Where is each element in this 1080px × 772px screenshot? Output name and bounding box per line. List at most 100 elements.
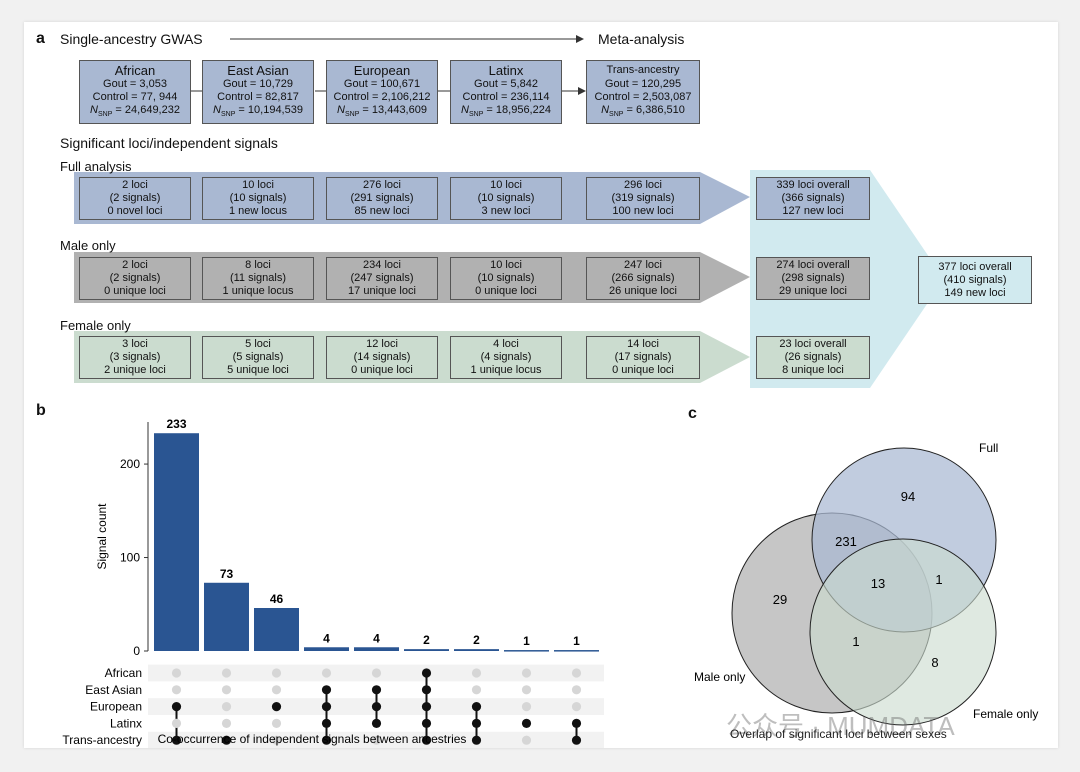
overall-cell-line: 8 unique loci: [782, 364, 844, 376]
overall-cell-line: (366 signals): [781, 192, 845, 204]
matrix-dot-filled: [571, 735, 582, 745]
gwas-name: East Asian: [227, 62, 289, 78]
count-all-three: 13: [871, 576, 885, 591]
row-label-0: Full analysis: [60, 159, 132, 174]
nsnp-symbol: N: [461, 103, 469, 116]
loci-cell-line: 1 new locus: [228, 205, 288, 217]
y-tick-label: 200: [120, 457, 140, 471]
matrix-dot-filled: [421, 668, 432, 678]
matrix-dot-empty: [371, 668, 382, 678]
loci-cell-line: 276 loci: [363, 179, 401, 191]
venn-caption: Overlap of significant loci between sexe…: [730, 727, 947, 741]
set-label: African: [105, 666, 142, 680]
loci-cell-line: 4 loci: [493, 338, 519, 350]
loci-cell-line: (319 signals): [611, 192, 675, 204]
matrix-dot-empty: [271, 685, 282, 695]
bar: [454, 649, 499, 651]
nsnp-value: = 13,443,609: [359, 103, 427, 116]
overall-cell-1: 274 loci overall(298 signals)29 unique l…: [756, 257, 870, 300]
nsnp-symbol: N: [213, 103, 221, 116]
bar-value-label: 1: [573, 634, 580, 648]
nsnp-value: = 6,386,510: [623, 103, 685, 116]
loci-cell-line: 296 loci: [624, 179, 662, 191]
loci-cell: 10 loci(10 signals)0 unique loci: [450, 257, 562, 300]
nsnp-subscript: SNP: [344, 111, 360, 119]
gwas-control: Control = 82,817: [217, 90, 299, 103]
loci-cell-line: 100 new loci: [612, 205, 674, 217]
loci-cell-line: 10 loci: [242, 179, 274, 191]
matrix-dot-empty: [221, 702, 232, 712]
loci-cell: 296 loci(319 signals)100 new loci: [586, 177, 700, 220]
loci-cell-line: 14 loci: [627, 338, 659, 350]
matrix-dot-filled: [371, 702, 382, 712]
gwas-nsnp: NSNP = 13,443,609: [327, 104, 437, 121]
matrix-dot-empty: [171, 718, 182, 728]
nsnp-symbol: N: [337, 103, 345, 116]
bar: [154, 433, 199, 651]
loci-cell-line: (10 signals): [477, 272, 535, 284]
matrix-dot-empty: [271, 718, 282, 728]
loci-cell: 12 loci(14 signals)0 unique loci: [326, 336, 438, 379]
figure-card: a Single-ancestry GWAS Meta-analysis Afr…: [24, 22, 1058, 748]
gwas-name: European: [353, 62, 411, 78]
loci-cell-line: (5 signals): [232, 351, 284, 363]
label-male: Male only: [694, 670, 745, 684]
loci-cell: 276 loci(291 signals)85 new loci: [326, 177, 438, 220]
matrix-dot-filled: [421, 685, 432, 695]
overall-cell-line: 127 new loci: [782, 205, 844, 217]
loci-cell: 5 loci(5 signals)5 unique loci: [202, 336, 314, 379]
loci-cell: 10 loci(10 signals)3 new loci: [450, 177, 562, 220]
matrix-dot-filled: [321, 702, 332, 712]
y-axis-label: Signal count: [95, 503, 109, 570]
matrix-dot-empty: [171, 668, 182, 678]
matrix-dot-empty: [471, 685, 482, 695]
matrix-dot-filled: [171, 735, 182, 745]
matrix-dot-filled: [571, 718, 582, 728]
gwas-control: Control = 2,106,212: [333, 90, 431, 103]
nsnp-value: = 24,649,232: [112, 103, 180, 116]
matrix-dot-filled: [371, 718, 382, 728]
matrix-dot-empty: [221, 668, 232, 678]
count-full-female: 1: [935, 572, 942, 587]
set-label: East Asian: [85, 683, 142, 697]
loci-cell: 8 loci(11 signals)1 unique locus: [202, 257, 314, 300]
matrix-dot-filled: [471, 718, 482, 728]
loci-cell-line: 17 unique loci: [348, 285, 416, 297]
matrix-dot-filled: [471, 702, 482, 712]
set-label: European: [90, 700, 142, 714]
overall-cell-line: 339 loci overall: [776, 179, 850, 191]
bar: [254, 608, 299, 651]
loci-cell-line: 0 unique loci: [351, 364, 413, 376]
loci-cell-line: 8 loci: [245, 259, 271, 271]
gwas-nsnp: NSNP = 6,386,510: [587, 104, 699, 121]
overall-cell-line: 29 unique loci: [779, 285, 847, 297]
nsnp-value: = 10,194,539: [235, 103, 303, 116]
matrix-dot-empty: [171, 685, 182, 695]
overall-cell-line: (298 signals): [781, 272, 845, 284]
loci-cell-line: 2 unique loci: [104, 364, 166, 376]
loci-cell-line: (247 signals): [350, 272, 414, 284]
loci-cell-line: (14 signals): [353, 351, 411, 363]
grand-total-signals: (410 signals): [943, 273, 1007, 286]
nsnp-subscript: SNP: [97, 111, 113, 119]
gwas-heading: Single-ancestry GWAS: [60, 31, 203, 47]
loci-cell-line: (2 signals): [109, 192, 161, 204]
loci-cell: 2 loci(2 signals)0 unique loci: [79, 257, 191, 300]
loci-cell-line: (17 signals): [614, 351, 672, 363]
gwas-gout: Gout = 120,295: [604, 77, 682, 90]
matrix-dot-empty: [271, 668, 282, 678]
matrix-dot-filled: [171, 702, 182, 712]
nsnp-symbol: N: [601, 103, 610, 116]
x-axis-label: Co-occurrence of independent signals bet…: [158, 732, 467, 746]
count-full-male: 231: [835, 534, 857, 549]
loci-cell-line: 5 loci: [245, 338, 271, 350]
gwas-gout: Gout = 3,053: [103, 77, 167, 90]
bar-value-label: 4: [373, 631, 380, 645]
overall-cell-line: 23 loci overall: [779, 338, 847, 350]
matrix-dot-empty: [521, 685, 532, 695]
loci-cell-line: 247 loci: [624, 259, 662, 271]
loci-cell-line: 0 novel loci: [107, 205, 163, 217]
